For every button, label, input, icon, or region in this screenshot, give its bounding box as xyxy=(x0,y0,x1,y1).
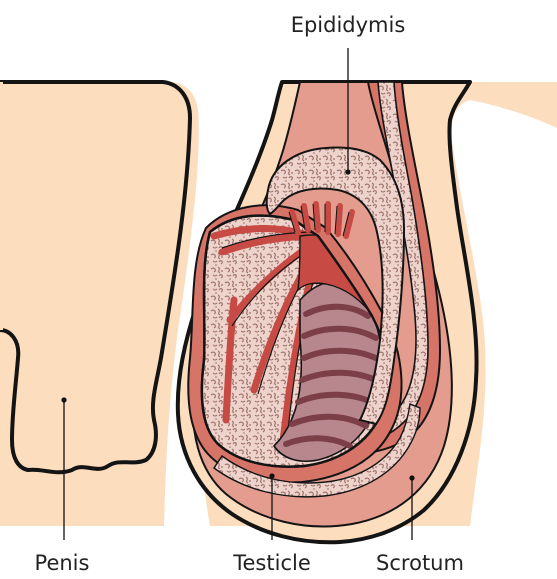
scrotum-label: Scrotum xyxy=(376,551,464,575)
penis-label: Penis xyxy=(35,551,90,575)
epididymis-dot xyxy=(345,169,350,174)
penis-dot xyxy=(61,397,66,402)
epididymis-label: Epididymis xyxy=(291,13,406,37)
testicle-label: Testicle xyxy=(232,551,311,575)
testicle-dot xyxy=(269,473,274,478)
scrotum-dot xyxy=(409,475,414,480)
